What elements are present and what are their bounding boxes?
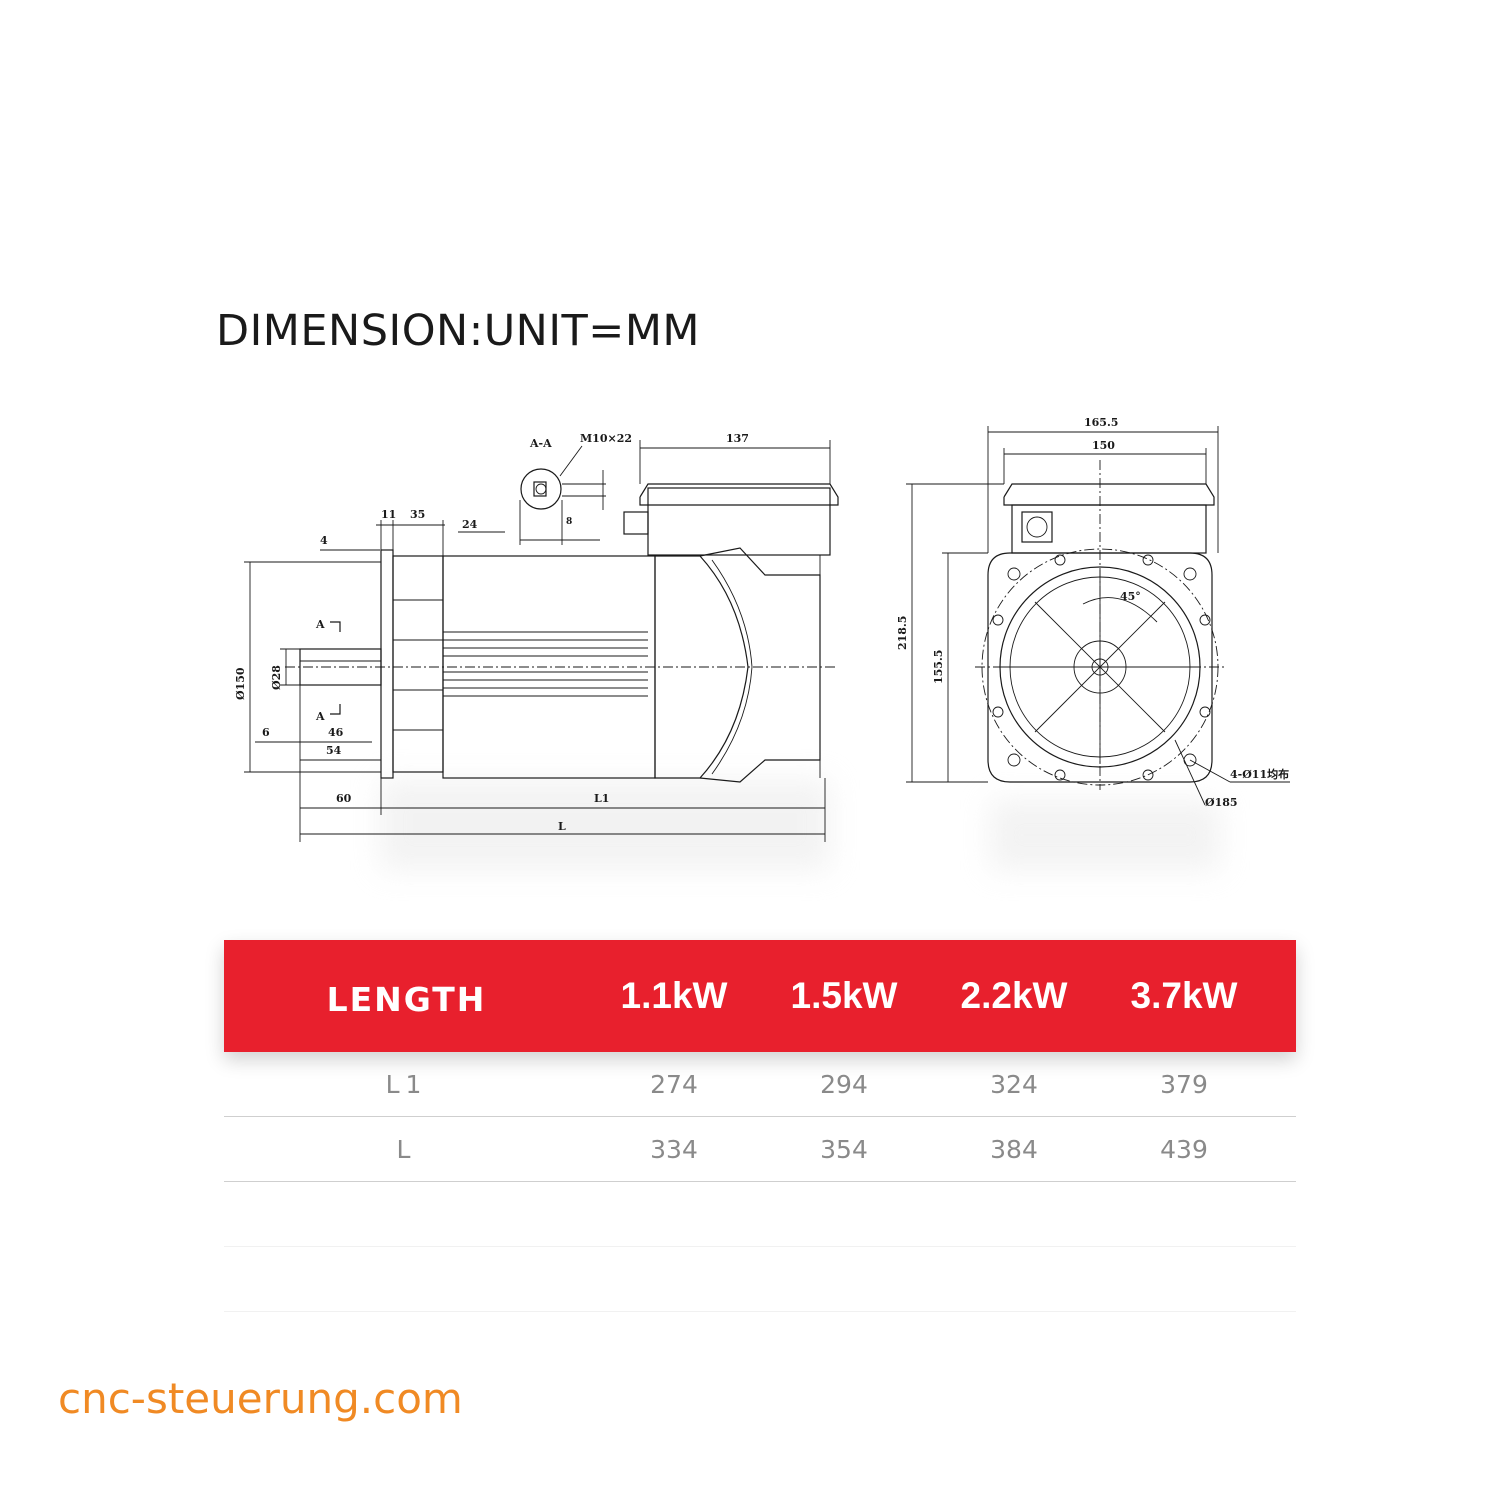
section-a-top: A	[315, 618, 325, 631]
table-cell: 274	[650, 1069, 698, 1099]
cable-connector	[623, 511, 649, 535]
dim-24: 24	[462, 518, 478, 531]
header-3-7kw: 3.7kW	[1130, 975, 1238, 1016]
ghost-shadow-left	[380, 780, 830, 870]
dim-155-5: 155.5	[932, 650, 945, 684]
header-1-1kw: 1.1kW	[620, 975, 728, 1016]
dim-4: 4	[320, 534, 328, 547]
flange	[380, 549, 394, 779]
dim-218-5: 218.5	[896, 616, 909, 650]
row-label: L	[396, 1134, 417, 1164]
front-view: 165.5 150 218.5 155.5 45° 4-Ø11均布 Ø185	[896, 416, 1290, 809]
table-cell: 334	[650, 1134, 698, 1164]
section-a-bottom: A	[315, 710, 325, 723]
fan-cover	[654, 555, 749, 779]
table-cell: 379	[1160, 1069, 1208, 1099]
faded-row	[224, 1247, 1296, 1312]
dim-165-5: 165.5	[1084, 416, 1118, 429]
table-cell: 439	[1160, 1134, 1208, 1164]
length-table: LENGTH 1.1kW 1.5kW 2.2kW 3.7kW L1 274 29…	[224, 940, 1296, 1312]
terminal-box	[647, 487, 831, 556]
site-watermark: cnc-steuerung.com	[58, 1374, 463, 1423]
faded-row	[224, 1182, 1296, 1247]
hole-pattern-label: 4-Ø11均布	[1230, 767, 1289, 781]
ghost-shadow-right	[990, 800, 1220, 870]
header-1-5kw: 1.5kW	[790, 975, 898, 1016]
table-cell: 384	[990, 1134, 1038, 1164]
table-cell: 324	[990, 1069, 1038, 1099]
keyway-depth-label: 8	[566, 517, 572, 527]
dim-54: 54	[326, 744, 342, 757]
dim-l: L	[558, 820, 566, 833]
header-2-2kw: 2.2kW	[960, 975, 1068, 1016]
table-row: L1 274 294 324 379	[224, 1052, 1296, 1117]
header-length: LENGTH	[326, 979, 487, 1019]
table-header: LENGTH 1.1kW 1.5kW 2.2kW 3.7kW	[224, 940, 1296, 1052]
section-aa-label: A-A	[529, 437, 552, 450]
table-cell: 354	[820, 1134, 868, 1164]
flange-square	[987, 552, 1213, 783]
dim-60: 60	[336, 792, 352, 805]
section-aa-view	[520, 468, 562, 510]
table-row: L 334 354 384 439	[224, 1117, 1296, 1182]
dim-11: 11	[381, 508, 396, 521]
page-title: DIMENSION:UNIT=MM	[216, 306, 701, 356]
dim-150: 150	[1092, 439, 1115, 452]
dim-l1: L1	[594, 792, 609, 805]
angle-45: 45°	[1120, 590, 1141, 603]
dim-dia-28: Ø28	[270, 665, 283, 690]
dim-6: 6	[262, 726, 270, 739]
dim-35: 35	[410, 508, 425, 521]
table-cell: 294	[820, 1069, 868, 1099]
side-view: A A A-A M10×22 8 137 11 35 24 4	[234, 432, 839, 842]
bolt-holes	[992, 554, 1211, 781]
cooling-fins	[443, 631, 648, 697]
dim-137: 137	[726, 432, 749, 445]
dim-46: 46	[328, 726, 344, 739]
dim-dia-185: Ø185	[1205, 796, 1238, 809]
dim-dia-150: Ø150	[234, 667, 247, 700]
thread-label: M10×22	[580, 432, 632, 445]
row-label: L1	[385, 1069, 428, 1099]
